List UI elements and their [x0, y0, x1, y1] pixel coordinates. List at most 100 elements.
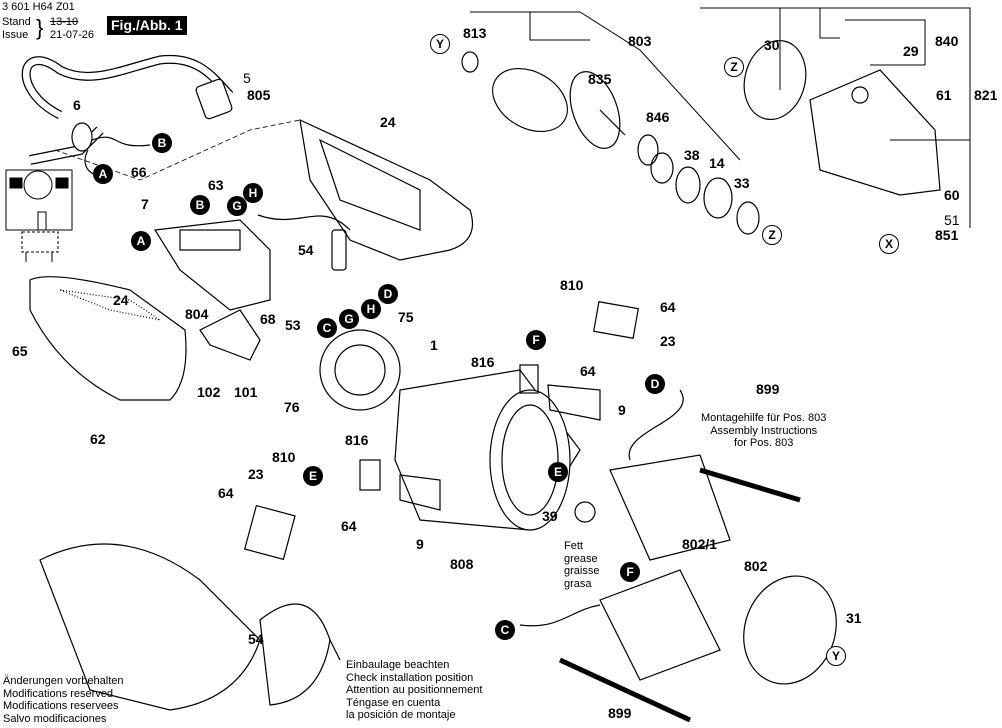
part-number: 802/1	[682, 536, 718, 552]
connector-y: Y	[430, 34, 450, 54]
connector-z: Z	[762, 225, 782, 245]
part-number: 75	[398, 309, 414, 325]
connector-b: B	[190, 195, 210, 215]
connector-a: A	[93, 164, 113, 184]
note-line: Änderungen vorbehalten	[3, 675, 124, 687]
note-line: for Pos. 803	[734, 437, 794, 449]
note-line: grasa	[564, 577, 592, 590]
end-shield	[743, 575, 837, 685]
part-number: 1	[430, 337, 438, 353]
part-number: 804	[185, 306, 209, 322]
note-line: Check installation position	[346, 671, 474, 684]
part-number: 813	[463, 25, 487, 41]
note-line: la posición de montaje	[346, 709, 456, 721]
switch-assembly	[153, 219, 271, 311]
cable-tie-upper	[699, 467, 801, 503]
part-number: 54	[248, 631, 264, 647]
part-number: 39	[542, 508, 558, 524]
document-number: 3 601 H64 Z01	[2, 1, 75, 13]
part-number: 808	[450, 556, 474, 572]
figure-label: Fig./Abb. 1	[107, 16, 187, 35]
wiring-schematic	[5, 169, 73, 262]
cable-tie-lower	[558, 657, 692, 723]
part-number: 64	[218, 485, 234, 501]
installation-note: Einbaulage beachten Check installation p…	[346, 659, 482, 722]
note-line: Salvo modificaciones	[3, 712, 107, 725]
connector-c: C	[495, 620, 515, 640]
part-number: 33	[734, 175, 750, 191]
installation-cutaway	[39, 543, 341, 711]
part-number: 810	[560, 277, 584, 293]
part-number: 9	[416, 536, 424, 552]
part-number: 54	[298, 242, 314, 258]
part-number: 7	[141, 196, 149, 212]
part-number: 64	[580, 363, 596, 379]
connector-h: H	[243, 183, 263, 203]
assembly-instructions-note: Montagehilfe für Pos. 803 Assembly Instr…	[701, 412, 826, 450]
part-number: 899	[756, 381, 780, 397]
part-number: 53	[285, 317, 301, 333]
connector-e: E	[548, 462, 568, 482]
connector-h: H	[361, 299, 381, 319]
part-number: 62	[90, 431, 106, 447]
part-number: 816	[345, 432, 369, 448]
modifications-note: Änderungen vorbehalten Modifications res…	[3, 675, 123, 725]
part-number: 840	[935, 33, 959, 49]
handle-housing-upper	[299, 118, 474, 261]
seal	[736, 201, 760, 235]
part-number: 23	[248, 466, 264, 482]
part-number: 803	[628, 33, 652, 49]
part-number: 101	[234, 384, 258, 400]
connector-c: C	[317, 318, 337, 338]
brush-cover-left	[243, 504, 296, 561]
part-number: 60	[944, 187, 960, 203]
wire-d	[628, 389, 684, 461]
note-line: grease	[564, 552, 598, 565]
note-line: Montagehilfe für Pos. 803	[701, 412, 827, 424]
brush-holder-right	[519, 364, 539, 394]
note-line: Assembly Instructions	[710, 424, 818, 437]
part-number: 9	[618, 402, 626, 418]
connector-y: Y	[826, 646, 846, 666]
part-number: 68	[260, 311, 276, 327]
part-number: 805	[247, 87, 271, 103]
capacitor	[331, 229, 347, 271]
connector-d: D	[378, 284, 398, 304]
part-number: 38	[684, 147, 700, 163]
connector-d: D	[645, 374, 665, 394]
part-number: 846	[646, 109, 670, 125]
part-number: 51	[944, 212, 960, 228]
note-line: Fett	[564, 540, 583, 552]
stator	[599, 454, 731, 681]
part-number: 76	[284, 399, 300, 415]
note-line: Attention au positionnement	[346, 684, 483, 696]
washer	[650, 152, 674, 184]
connector-e: E	[303, 466, 323, 486]
wire-gh	[257, 214, 351, 231]
label-9-right	[547, 384, 601, 421]
connector-b: B	[152, 133, 172, 153]
note-line: Modifications reserved	[3, 687, 114, 700]
motor-housing	[394, 369, 581, 531]
grease-note: Fett grease graisse grasa	[564, 540, 599, 590]
ball-bearing	[703, 177, 733, 219]
part-number: 29	[903, 43, 919, 59]
trigger	[199, 309, 261, 361]
issue-date: 21-07-26	[50, 29, 95, 41]
connector-x: X	[879, 234, 899, 254]
retaining-ring	[637, 134, 659, 166]
stand-label: Stand	[2, 16, 31, 28]
part-number: 24	[380, 114, 396, 130]
part-number: 802	[744, 558, 768, 574]
part-number: 64	[660, 299, 676, 315]
part-number: 23	[660, 333, 676, 349]
label-9-left	[399, 474, 441, 511]
part-number: 31	[846, 610, 862, 626]
part-number: 816	[471, 354, 495, 370]
power-cord	[21, 54, 234, 176]
old-date: 13-10	[50, 16, 79, 28]
note-line: graisse	[564, 565, 600, 577]
connector-g: G	[339, 309, 359, 329]
assembly-brackets	[470, 7, 971, 228]
